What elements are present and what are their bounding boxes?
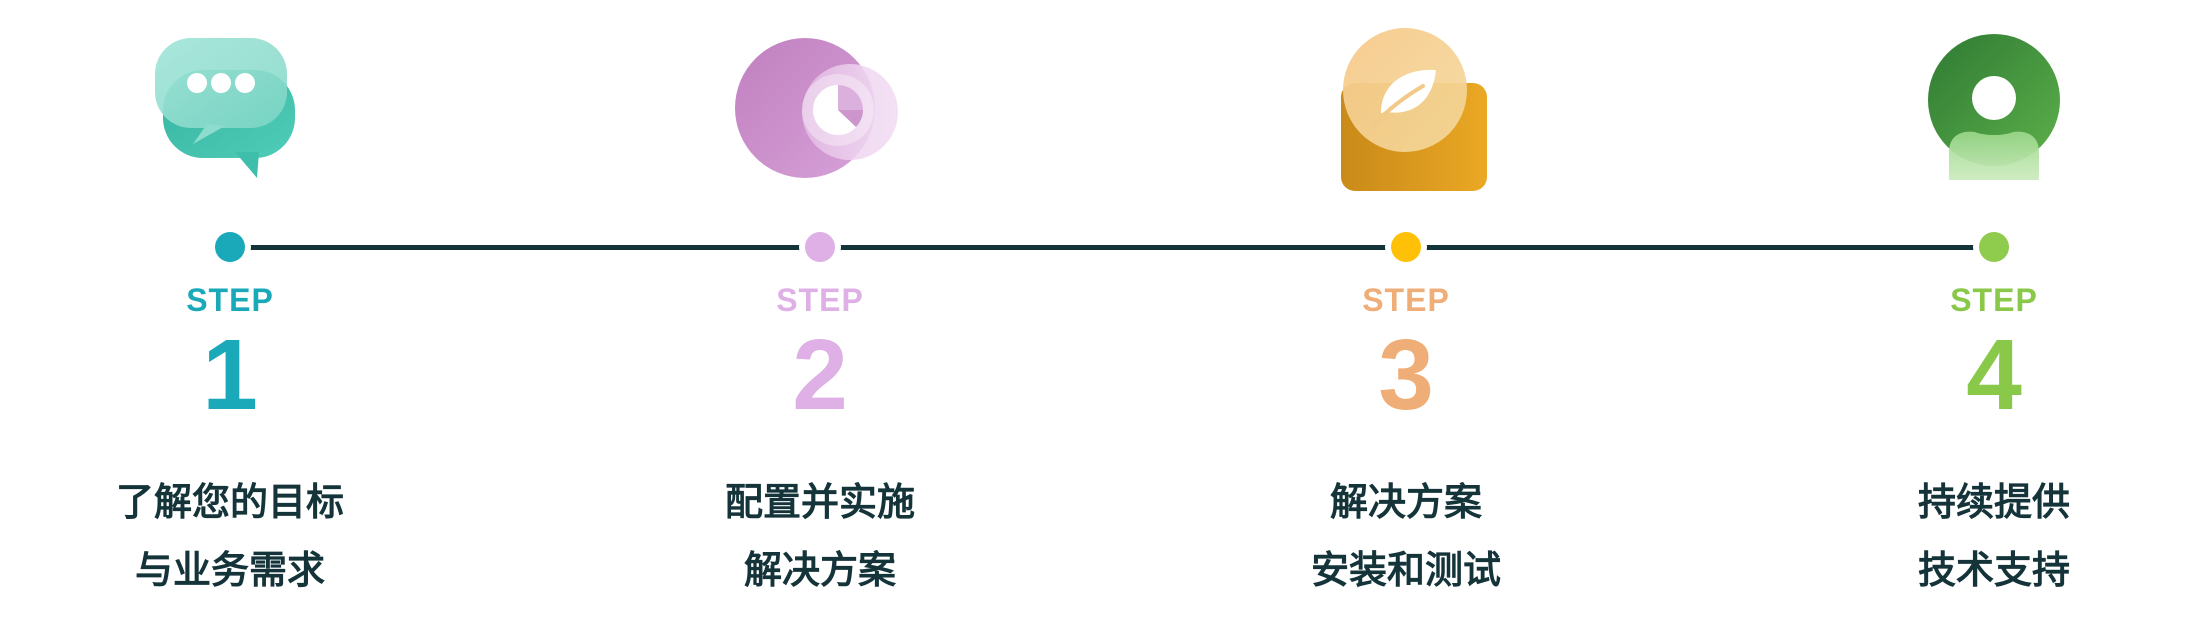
step-description-line: 解决方案 xyxy=(743,548,896,592)
step-4: STEP 4 持续提供 技术支持 xyxy=(1784,0,2204,635)
step-number: 1 xyxy=(202,319,258,431)
timeline-dot xyxy=(805,232,835,262)
timeline-dot xyxy=(1979,232,2009,262)
step-description: 持续提供 技术支持 xyxy=(1784,468,2204,604)
step-description: 解决方案 安装和测试 xyxy=(1196,468,1616,604)
step-description-line: 与业务需求 xyxy=(134,548,325,592)
step-description-line: 安装和测试 xyxy=(1310,548,1501,592)
step-3: STEP 3 解决方案 安装和测试 xyxy=(1196,0,1616,635)
leaf-icon xyxy=(1311,28,1501,198)
timeline-dot xyxy=(215,232,245,262)
timeline-dot xyxy=(1391,232,1421,262)
step-number: 2 xyxy=(792,319,848,431)
step-1: STEP 1 了解您的目标 与业务需求 xyxy=(20,0,440,635)
step-description-line: 技术支持 xyxy=(1917,548,2070,592)
step-number: 3 xyxy=(1378,319,1434,431)
step-description-line: 配置并实施 xyxy=(724,480,915,524)
step-description-line: 解决方案 xyxy=(1329,480,1482,524)
step-description-line: 了解您的目标 xyxy=(115,480,344,524)
step-description-line: 持续提供 xyxy=(1917,480,2070,524)
step-label: STEP xyxy=(1950,282,2038,318)
chat-bubbles-icon xyxy=(135,28,325,198)
user-profile-icon xyxy=(1899,28,2089,198)
step-label: STEP xyxy=(1362,282,1450,318)
pie-chart-icon xyxy=(725,28,915,198)
step-label: STEP xyxy=(776,282,864,318)
step-2: STEP 2 配置并实施 解决方案 xyxy=(610,0,1030,635)
step-description: 配置并实施 解决方案 xyxy=(610,468,1030,604)
step-number: 4 xyxy=(1966,319,2022,431)
timeline-connector-line xyxy=(230,245,1980,250)
step-description: 了解您的目标 与业务需求 xyxy=(20,468,440,604)
step-label: STEP xyxy=(186,282,274,318)
